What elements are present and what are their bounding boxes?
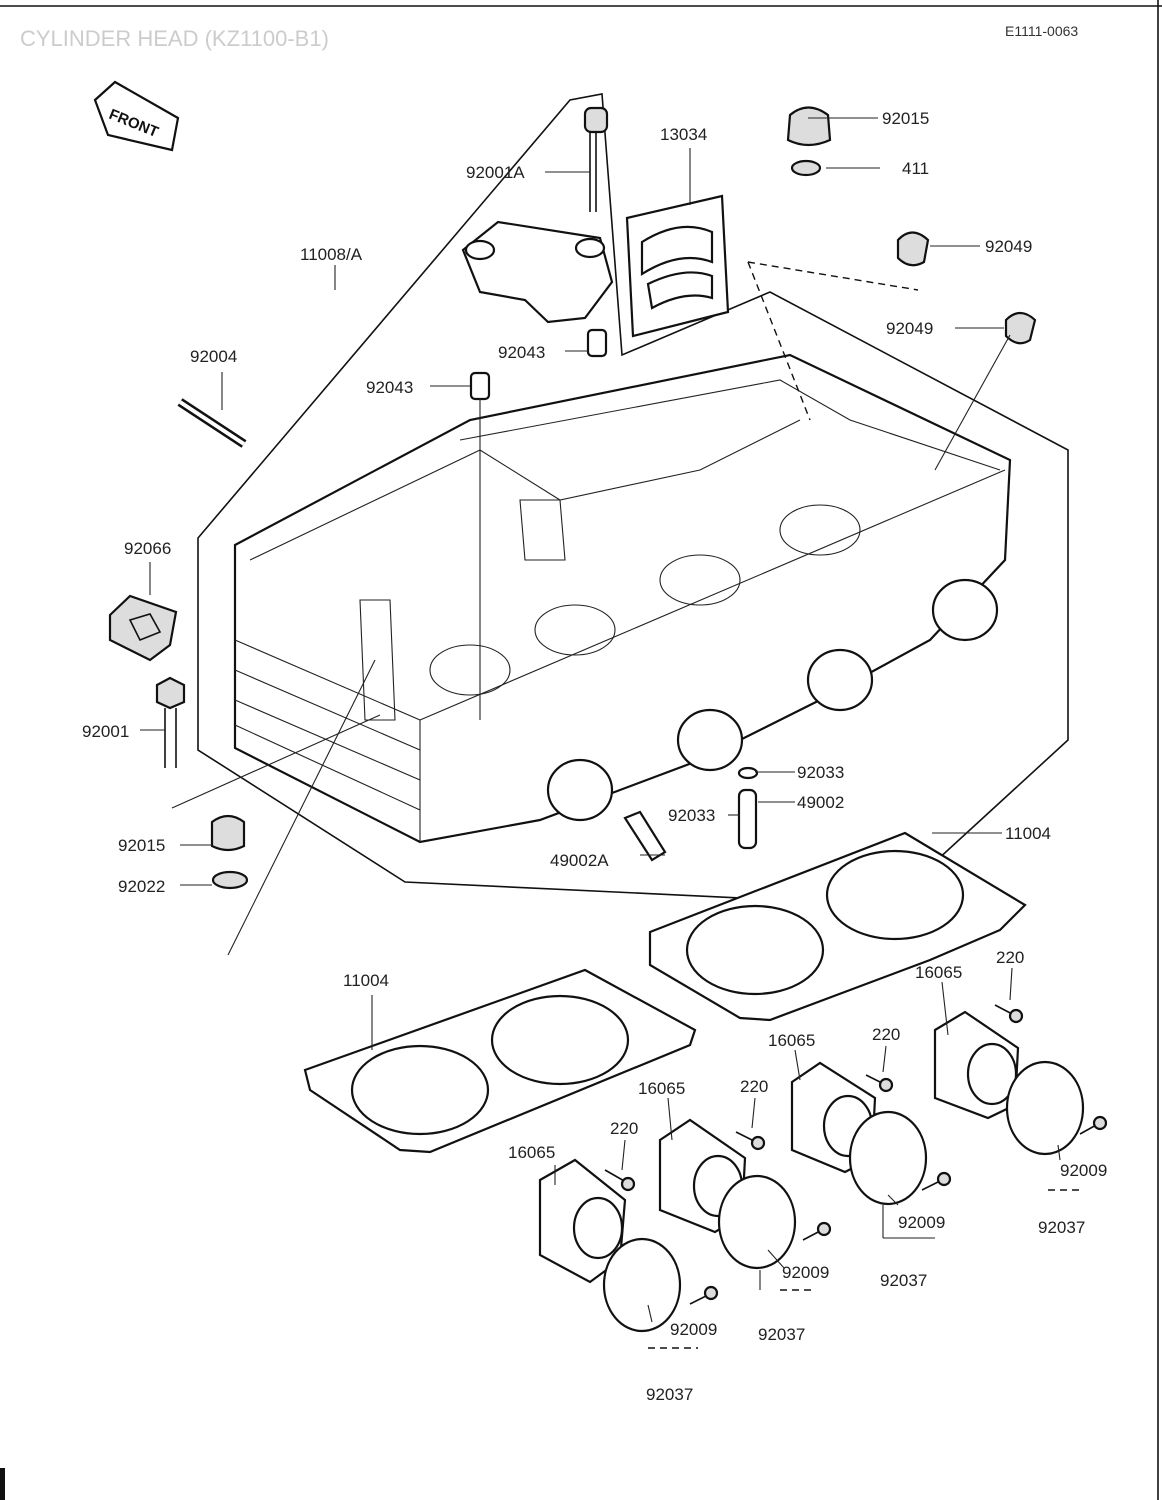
label-220-b: 220 — [872, 1025, 900, 1044]
bolt-92001 — [155, 676, 186, 768]
leader-lines — [140, 117, 1061, 1323]
label-92009-a: 92009 — [1060, 1161, 1107, 1180]
label-92033-b: 92033 — [668, 806, 715, 825]
screw-220-d — [994, 1004, 1024, 1024]
label-16065-a: 16065 — [915, 963, 962, 982]
bolt-92001a — [583, 106, 609, 212]
label-92001: 92001 — [82, 722, 129, 741]
screw-220-a — [604, 1169, 636, 1192]
label-49002: 49002 — [797, 793, 844, 812]
stud-92004 — [177, 398, 247, 448]
cap-nut-top — [786, 106, 832, 147]
clamp-2 — [717, 1174, 797, 1270]
assembly-line-92049 — [747, 261, 919, 291]
label-92043-b: 92043 — [366, 378, 413, 397]
cylinder-head-group-frame — [197, 93, 1069, 906]
label-13034: 13034 — [660, 125, 707, 144]
label-16065-d: 16065 — [508, 1143, 555, 1162]
carb-holder-4 — [933, 1010, 1020, 1120]
camshaft-cap-part — [461, 220, 614, 324]
corner-tick-mark — [0, 1468, 5, 1500]
screw-92009-b — [802, 1221, 832, 1241]
label-92009-d: 92009 — [670, 1320, 717, 1339]
label-92049-b: 92049 — [886, 319, 933, 338]
carb-holder-1 — [538, 1158, 627, 1284]
label-220-a: 220 — [996, 948, 1024, 967]
label-92066: 92066 — [124, 539, 171, 558]
plug-92049-a — [896, 231, 930, 267]
label-11004-a: 11004 — [1005, 824, 1051, 843]
label-92015-bottom: 92015 — [118, 836, 165, 855]
label-11004-b: 11004 — [343, 971, 389, 990]
screw-92009-a — [689, 1285, 719, 1305]
bearing-insert-box — [625, 194, 730, 338]
label-92009-c: 92009 — [782, 1263, 829, 1282]
label-92037-d: 92037 — [646, 1385, 693, 1404]
page-title: CYLINDER HEAD (KZ1100-B1) — [20, 26, 329, 51]
screw-92009-c — [921, 1171, 952, 1191]
drawing-code: E1111-0063 — [1005, 23, 1078, 39]
label-92043-a: 92043 — [498, 343, 545, 362]
label-411: 411 — [902, 159, 929, 178]
label-220-c: 220 — [740, 1077, 768, 1096]
plug-92049-b — [1004, 311, 1037, 345]
label-92015-top: 92015 — [882, 109, 929, 128]
clamp-3 — [848, 1110, 928, 1206]
clamp-4 — [1005, 1060, 1085, 1156]
clamp-1 — [602, 1237, 682, 1333]
label-92001a: 92001A — [466, 163, 525, 182]
dowel-pin-upper — [586, 328, 608, 358]
label-16065-c: 16065 — [638, 1079, 685, 1098]
front-arrow-icon: FRONT — [93, 80, 180, 152]
label-16065-b: 16065 — [768, 1031, 815, 1050]
label-92022: 92022 — [118, 877, 165, 896]
label-92037-c: 92037 — [758, 1325, 805, 1344]
label-11008a: 11008/A — [300, 245, 363, 264]
label-92037-b: 92037 — [880, 1271, 927, 1290]
label-92049-a: 92049 — [985, 237, 1032, 256]
screw-220-b — [735, 1131, 766, 1151]
screw-92009-d — [1079, 1115, 1108, 1135]
label-49002a: 49002A — [550, 851, 609, 870]
dowel-pin-lower — [469, 371, 491, 401]
head-gasket-left — [303, 968, 697, 1154]
label-92033-a: 92033 — [797, 763, 844, 782]
cap-nut-bottom — [210, 814, 246, 852]
label-220-d: 220 — [610, 1119, 638, 1138]
rubber-mount-92066 — [108, 594, 178, 662]
label-92037-a: 92037 — [1038, 1218, 1085, 1237]
washer-92022 — [211, 870, 249, 890]
cylinder-head-body — [233, 353, 1012, 844]
oil-pipe-49002a — [623, 810, 667, 862]
oil-pipe-49002 — [737, 766, 759, 850]
head-gasket-right — [648, 831, 1027, 1022]
washer-411 — [790, 159, 822, 177]
label-92009-b: 92009 — [898, 1213, 945, 1232]
screw-220-c — [865, 1074, 894, 1093]
label-92004: 92004 — [190, 347, 237, 366]
assembly-line-13034 — [747, 261, 811, 421]
